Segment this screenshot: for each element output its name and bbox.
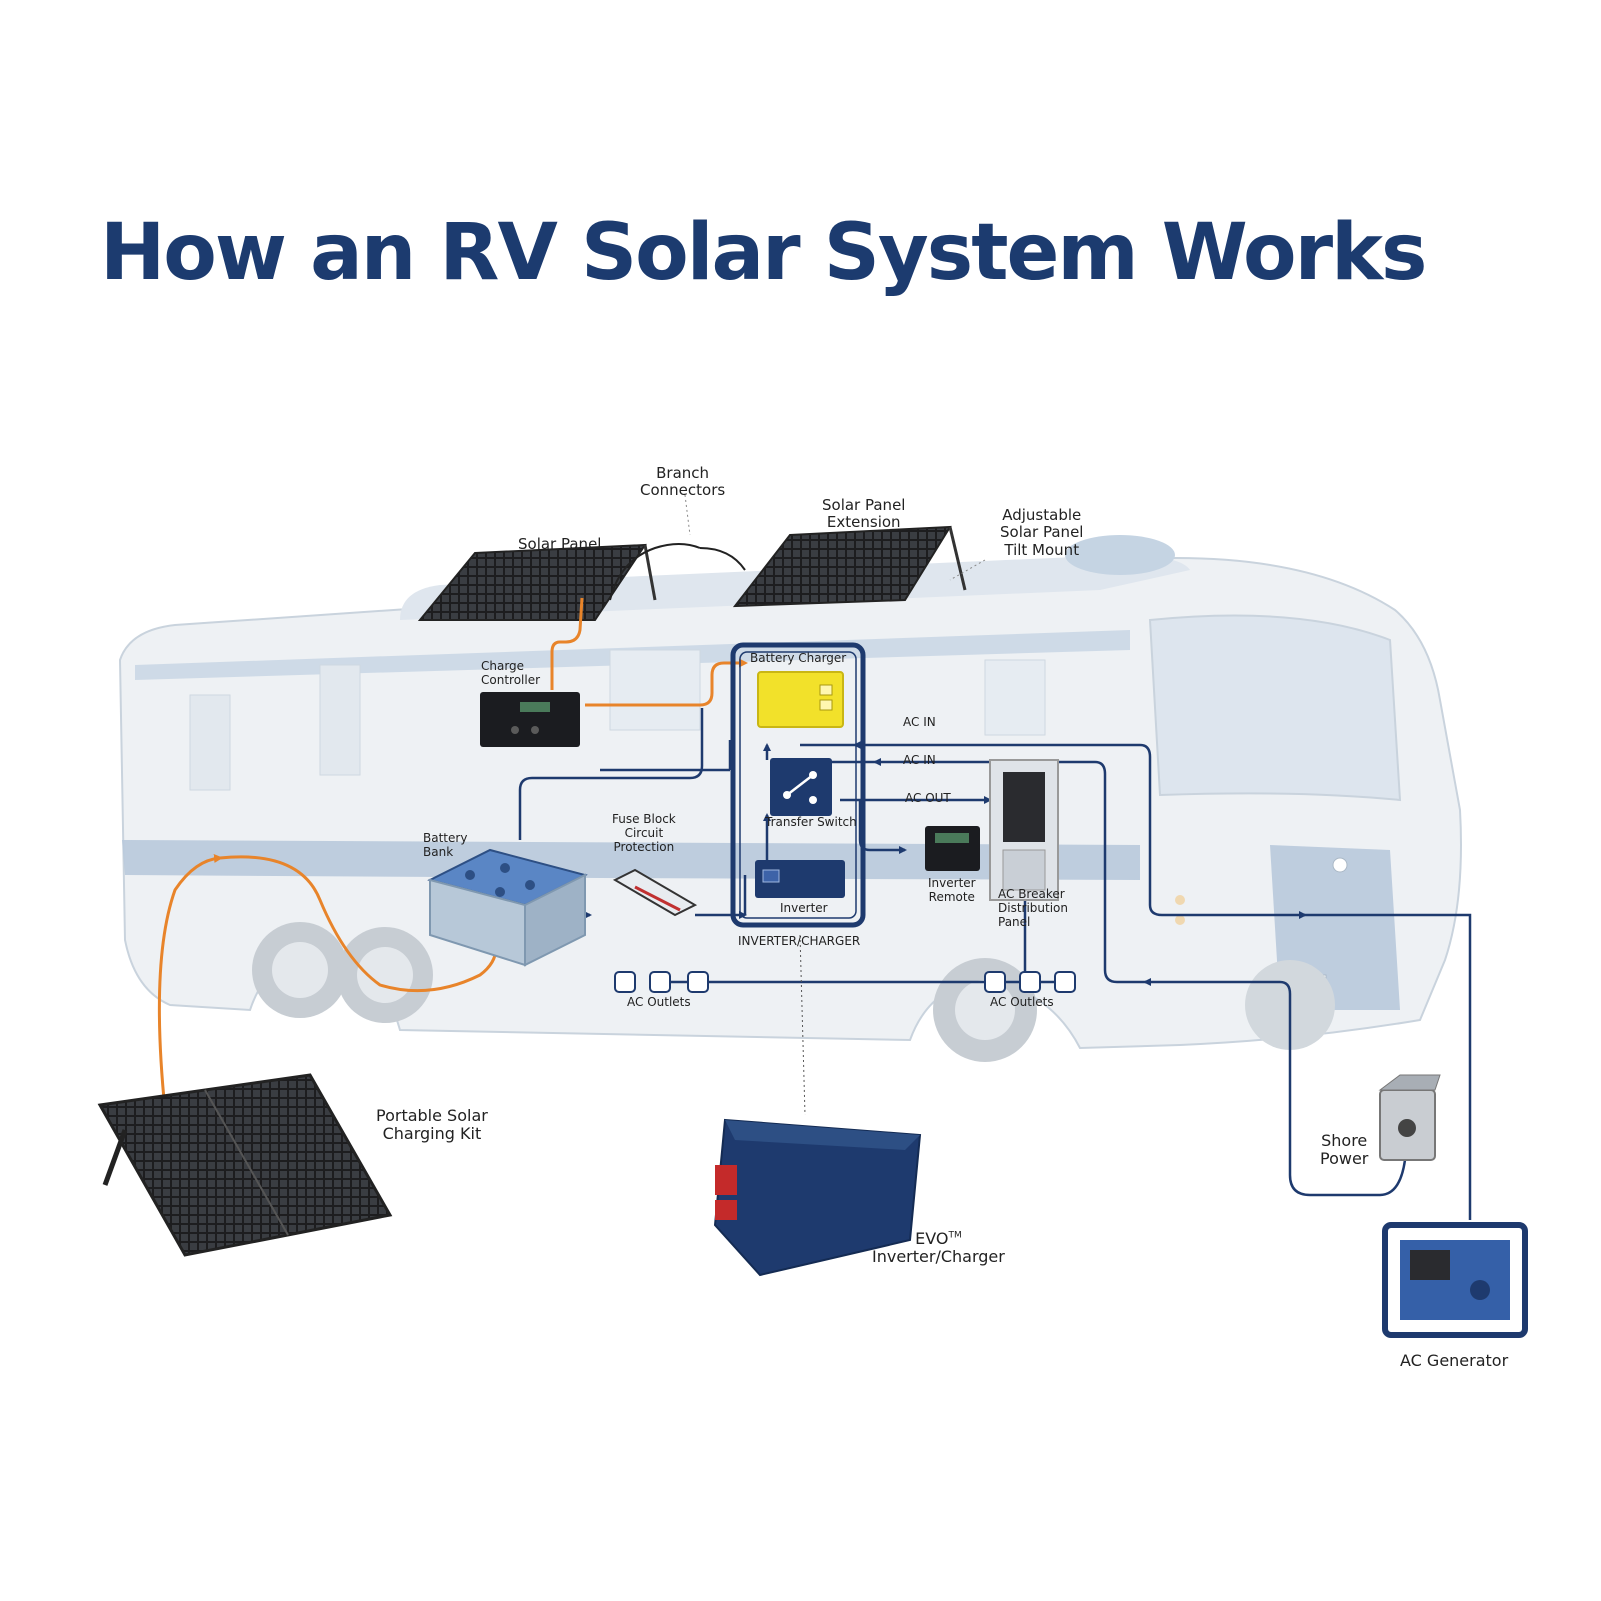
- diagram-title: How an RV Solar System Works: [100, 208, 1427, 298]
- inverter-label: Inverter: [780, 901, 828, 915]
- inverter-charger-group: [730, 642, 866, 928]
- roof-solar-panel-extension: [643, 525, 967, 608]
- ac-generator: [1382, 1222, 1528, 1338]
- portable-solar-kit: [97, 1073, 393, 1257]
- transfer-switch-label: Transfer Switch: [765, 815, 857, 829]
- battery-bank: [427, 848, 588, 967]
- fuse-block: [612, 868, 698, 917]
- solar-panel-label: Solar Panel: [518, 535, 602, 553]
- inverter-charger-group-label: INVERTER/CHARGER: [738, 934, 861, 948]
- evo-inverter-charger: [713, 934, 922, 1277]
- shore-power-box: [1378, 1074, 1441, 1161]
- charge-controller: [480, 692, 580, 747]
- branch-connectors: [609, 494, 986, 601]
- ac-outlets-left: [614, 971, 709, 993]
- roof-solar-panel: [417, 543, 647, 621]
- ac-in-label-1: AC IN: [903, 715, 936, 729]
- ac-in-label-2: AC IN: [903, 753, 936, 767]
- battery-charger-label: Battery Charger: [750, 651, 847, 665]
- ac-outlets-right-label: AC Outlets: [990, 995, 1054, 1009]
- ac-outlets-right: [984, 971, 1076, 993]
- battery-charger: [757, 671, 844, 728]
- inverter-remote: [925, 826, 980, 871]
- evo-label: EVOTM Inverter/Charger: [872, 1229, 1005, 1267]
- solar-wires: [157, 597, 748, 1111]
- inverter-unit: [755, 860, 845, 898]
- ac-outlets-left-label: AC Outlets: [627, 995, 691, 1009]
- transfer-switch: [770, 758, 832, 816]
- ac-generator-label: AC Generator: [1400, 1351, 1509, 1370]
- ac-breaker-panel: [989, 759, 1059, 901]
- ac-out-label: AC OUT: [905, 791, 951, 805]
